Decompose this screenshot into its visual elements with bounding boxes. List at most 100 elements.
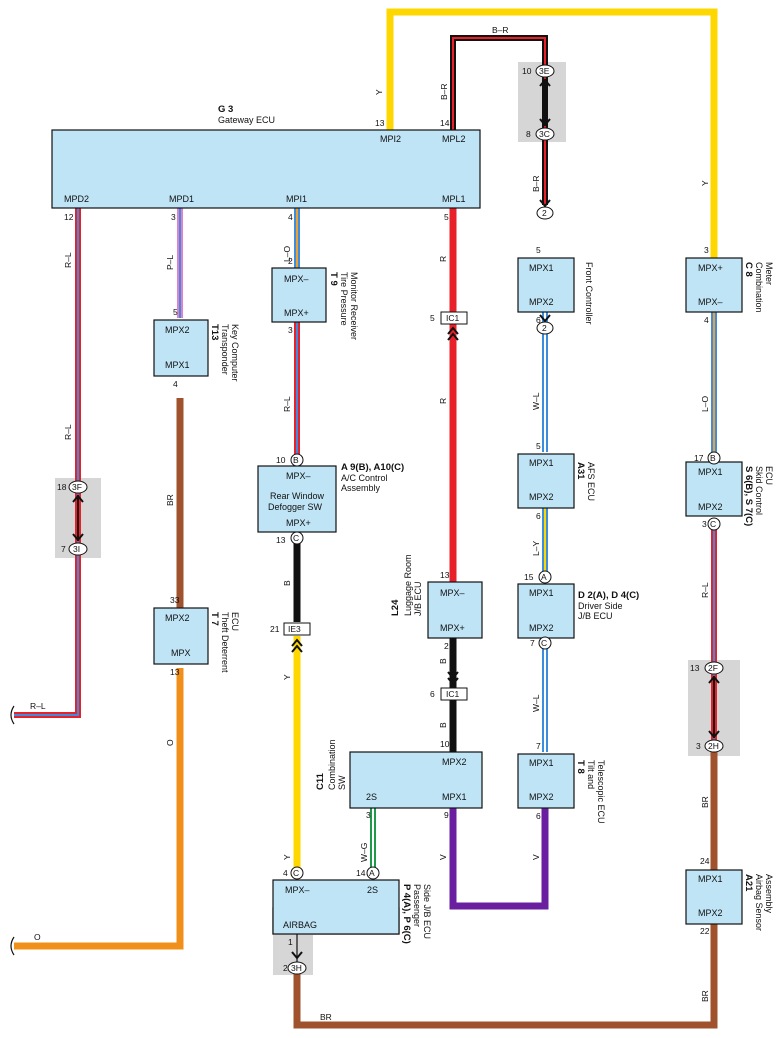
svg-text:A: A (369, 868, 375, 878)
svg-text:1: 1 (288, 937, 293, 947)
wl-y-lower-1: Y (282, 674, 292, 680)
luggage-name-1: Luggage Room (403, 554, 413, 616)
luggage-jb-box (427, 581, 483, 639)
ac-name-1: A/C Control (341, 473, 388, 483)
airbag-sensor-name-2: Assembly (764, 874, 774, 914)
afs-code: A31 (575, 462, 586, 480)
svg-text:7: 7 (530, 638, 535, 648)
tilt-name-1: Tilt and (586, 760, 596, 789)
front-pin-5: 5 (536, 245, 541, 255)
skid-mpx2: MPX2 (698, 502, 723, 512)
transponder-mpx2: MPX2 (165, 325, 190, 335)
svg-text:8: 8 (526, 129, 531, 139)
passenger-jb-box-full (272, 879, 400, 935)
tilt-mpx2: MPX2 (529, 792, 554, 802)
gateway-code: G 3 (218, 104, 233, 115)
passenger-mpxm: MPX– (285, 885, 310, 895)
wl-rl-right: R–L (700, 582, 710, 598)
front-pin-6: 6 (536, 315, 541, 325)
arrow-2-lower (539, 314, 551, 323)
transponder-name-2: Key Computer (230, 324, 240, 382)
svg-text:C: C (541, 638, 547, 648)
driver-name-1: Driver Side (578, 601, 623, 611)
ac-mid-2: Defogger SW (268, 502, 323, 512)
skid-name-1: Skid Control (754, 466, 764, 515)
tire-mpxm: MPX– (284, 274, 309, 284)
skid-code: S 6(B), S 7(C) (743, 466, 754, 526)
wl-lo-left: L–O (282, 246, 292, 262)
gateway-mpl2: MPL2 (442, 134, 466, 144)
driver-code: D 2(A), D 4(C) (578, 590, 639, 601)
wl-wl-front: W–L (531, 392, 541, 410)
wl-b-lug-2: B (438, 722, 448, 728)
passenger-2s: 2S (367, 885, 378, 895)
wl-v-left: V (438, 854, 448, 860)
wl-rl-bottom: R–L (30, 701, 46, 711)
connector-3f: 3F 18 (57, 480, 88, 494)
svg-text:C: C (710, 519, 716, 529)
connector-a-passenger: A (366, 866, 380, 880)
skid-mpx1: MPX1 (698, 467, 723, 477)
wl-lo-right: L–O (700, 396, 710, 412)
svg-text:B: B (293, 455, 299, 465)
combination-meter-box (685, 257, 743, 313)
gateway-pin-13: 13 (375, 118, 385, 128)
combination-sw-box (349, 751, 483, 809)
tire-pin-2: 2 (288, 256, 293, 266)
wl-y-lower-2: Y (282, 854, 292, 860)
front-mpx2: MPX2 (529, 297, 554, 307)
wl-o-2: O (34, 932, 41, 942)
front-controller-box (517, 257, 575, 313)
luggage-pin-2: 2 (444, 641, 449, 651)
svg-text:3C: 3C (539, 129, 550, 139)
wl-wg: W–G (359, 843, 369, 862)
gateway-pin-5: 5 (444, 212, 449, 222)
wl-v-right: V (531, 854, 541, 860)
wl-br-right: B–R (531, 175, 541, 192)
meter-pin-3: 3 (704, 245, 709, 255)
wl-rl-1: R–L (63, 252, 73, 268)
front-name: Front Controller (584, 262, 594, 325)
tire-pin-3: 3 (288, 325, 293, 335)
airbag-sensor-name-1: Airbag Sensor (754, 874, 764, 931)
theft-pin-13: 13 (170, 667, 180, 677)
connector-3h: 3H 2 1 (283, 937, 307, 975)
svg-text:3E: 3E (539, 66, 550, 76)
svg-text:3F: 3F (72, 482, 82, 492)
tire-pressure-box (271, 267, 327, 323)
driver-mpx2: MPX2 (529, 623, 554, 633)
wl-br-right-1: BR (700, 796, 710, 808)
svg-text:6: 6 (430, 689, 435, 699)
wl-y-top: Y (374, 89, 384, 95)
svg-text:B: B (710, 453, 716, 463)
ac-code: A 9(B), A10(C) (341, 462, 404, 473)
meter-code: C 8 (743, 262, 754, 277)
luggage-pin-13: 13 (440, 570, 450, 580)
ac-pin-10: 10 (276, 455, 286, 465)
svg-text:2: 2 (542, 208, 547, 218)
svg-text:C: C (293, 533, 299, 543)
arrow-2-upper (539, 199, 551, 208)
gateway-name: Gateway ECU (218, 115, 275, 125)
ac-mpxm: MPX– (286, 471, 311, 481)
afs-pin-6: 6 (536, 511, 541, 521)
transponder-box (153, 319, 209, 377)
airbag-sensor-mpx1: MPX1 (698, 874, 723, 884)
svg-text:21: 21 (270, 624, 280, 634)
svg-text:18: 18 (57, 482, 67, 492)
theft-name-1: Theft Deterrent (220, 612, 230, 673)
connector-2f: 2F 13 (690, 661, 724, 675)
wire-rl-mpd2 (14, 208, 81, 718)
wl-pl: P–L (165, 255, 175, 270)
combo-sw-name-1: Combination (327, 739, 337, 790)
airbag-sensor-code: A21 (743, 874, 754, 892)
svg-text:7: 7 (61, 544, 66, 554)
tilt-code: T 8 (575, 760, 586, 774)
arrow-3h (291, 951, 303, 960)
gateway-mpd1: MPD1 (169, 194, 194, 204)
gateway-mpi1: MPI1 (286, 194, 307, 204)
tire-mpxp: MPX+ (284, 308, 309, 318)
transponder-pin-5: 5 (173, 307, 178, 317)
wl-wl-driver: W–L (531, 694, 541, 712)
